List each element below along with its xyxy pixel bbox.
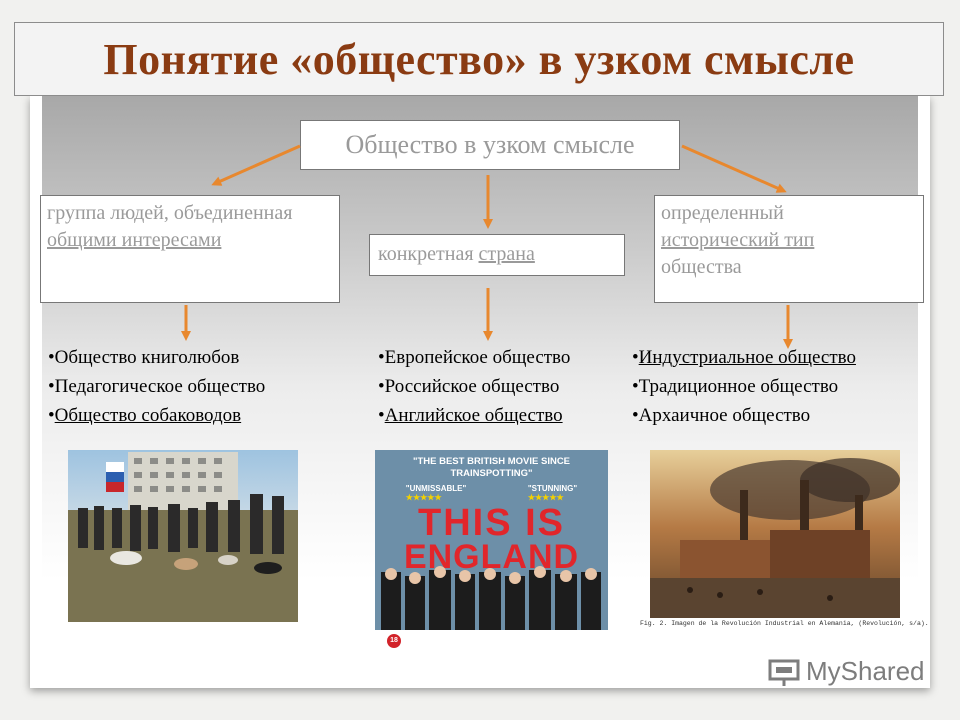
historical-box-line1: определенный (661, 202, 784, 224)
painting-caption: Fig. 2. Imagen de la Revolución Industri… (638, 618, 929, 630)
rating-badge: 18 (387, 634, 401, 648)
presentation-icon (768, 659, 800, 686)
historical-box-underlined: исторический тип (661, 229, 815, 251)
poster-title: THIS IS ENGLAND (403, 502, 580, 576)
list-item: •Педагогическое общество (48, 376, 266, 397)
poster-footer: 18 (375, 630, 608, 652)
group-of-people-box: группа людей, объединенная общими интере… (40, 195, 340, 303)
slide-title: Понятие «общество» в узком смысле (103, 34, 855, 84)
list-item: •Российское общество (378, 376, 560, 397)
watermark-text: MyShared (806, 656, 925, 686)
poster-quotes: "UNMISSABLE"★★★★★ "STUNNING"★★★★★ (405, 484, 578, 502)
historical-type-box: определенный исторический тип общества (654, 195, 924, 303)
country-box-underlined: страна (478, 243, 535, 265)
examples-list-right: •Индустриальное общество •Традиционное о… (632, 343, 856, 430)
list-item: •Общество собаководов (48, 405, 242, 426)
list-item: •Индустриальное общество (632, 347, 856, 368)
industrial-revolution-painting (650, 450, 900, 622)
center-concept-label: Общество в узком смысле (345, 130, 635, 160)
examples-list-middle: •Европейское общество •Российское общест… (378, 343, 570, 430)
country-box: конкретная страна (369, 234, 625, 276)
group-box-text: группа людей, объединенная (47, 202, 293, 224)
title-banner: Понятие «общество» в узком смысле (14, 22, 944, 96)
dog-breeders-photo (68, 450, 298, 622)
list-item: •Английское общество (378, 405, 563, 426)
examples-list-left: •Общество книголюбов •Педагогическое общ… (48, 343, 265, 430)
list-item: •Традиционное общество (632, 376, 839, 397)
list-item: •Общество книголюбов (48, 347, 240, 368)
group-box-underlined: общими интересами (47, 229, 222, 251)
country-box-text: конкретная (378, 243, 479, 265)
arrow-to-left-box (211, 144, 301, 186)
this-is-england-poster: "THE BEST BRITISH MOVIE SINCE TRAINSPOTT… (375, 450, 608, 652)
arrow-to-right-box (681, 144, 787, 193)
myshared-watermark: MyShared (768, 656, 925, 687)
list-item: •Европейское общество (378, 347, 571, 368)
poster-tagline: "THE BEST BRITISH MOVIE SINCE TRAINSPOTT… (412, 456, 571, 479)
center-concept-box: Общество в узком смысле (300, 120, 680, 170)
list-item: •Архаичное общество (632, 405, 811, 426)
historical-box-line3: общества (661, 256, 742, 278)
